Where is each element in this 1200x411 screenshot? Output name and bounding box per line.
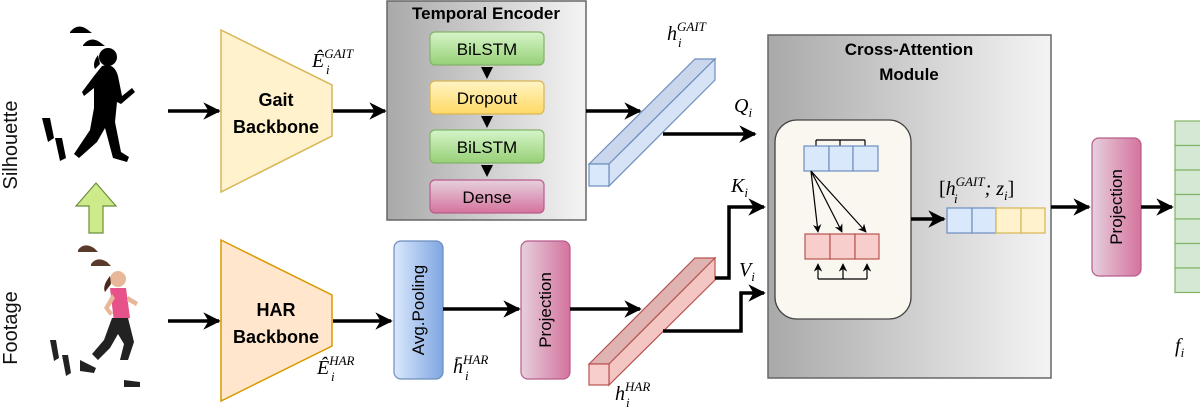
v-label: Vi (739, 259, 755, 284)
f-vector-cell (1174, 218, 1200, 245)
attention-arrows (810, 170, 867, 233)
layer-bilstm-2 (429, 129, 545, 164)
temporal-encoder-title: Temporal Encoder (412, 4, 560, 23)
gait-backbone-line1: Gait (258, 90, 293, 110)
avg-pooling-block: Avg.Pooling (393, 240, 444, 380)
projection-out-label: Projection (1107, 169, 1126, 245)
projection-out-block: Projection (1091, 137, 1142, 277)
arrow-down-3 (481, 165, 493, 177)
f-vector-cell (1174, 242, 1200, 269)
arrow-down-2 (481, 116, 493, 128)
gait-backbone-line2: Backbone (233, 117, 319, 137)
f-vector-cell (1174, 144, 1200, 171)
f-vector-cell (1174, 169, 1200, 196)
concat-vector (946, 207, 1046, 234)
har-backbone-line2: Backbone (233, 327, 319, 347)
footage-label: Footage (0, 291, 22, 364)
kv-feedback-arrows (813, 263, 872, 280)
projection-har-label: Projection (536, 272, 555, 348)
cross-attention-title-1: Cross-Attention (845, 40, 973, 59)
projection-har-block: Projection (520, 240, 571, 380)
cross-attention-title-2: Module (879, 65, 939, 84)
har-backbone: HAR Backbone (220, 238, 333, 403)
layer-dense (429, 179, 545, 214)
key-value-tokens (804, 233, 880, 260)
layer-dropout (429, 80, 545, 115)
layer-bilstm-1 (429, 31, 545, 66)
temporal-encoder: Temporal Encoder BiLSTM Dropout BiLSTM D… (386, 0, 587, 221)
f-vector-cell (1174, 120, 1200, 147)
conversion-up-arrow (74, 182, 118, 234)
silhouette-label: Silhouette (0, 101, 22, 190)
query-tokens (803, 145, 879, 172)
f-label: fi (1175, 335, 1185, 360)
har-backbone-line1: HAR (257, 300, 296, 320)
arrow-v (663, 284, 766, 333)
silhouette-runner-icon (42, 26, 135, 162)
footage-runner-icon (50, 245, 140, 387)
avg-pooling-label: Avg.Pooling (409, 265, 428, 355)
layer-bilstm-1-label: BiLSTM (457, 40, 517, 59)
concat-label-sub: i (954, 191, 958, 206)
h-har-vector (587, 256, 717, 387)
f-vector-cell (1174, 193, 1200, 220)
q-label: Qi (734, 95, 752, 120)
arrow-down-1 (481, 67, 493, 79)
h-gait-vector (587, 57, 717, 188)
layer-dropout-label: Dropout (457, 89, 518, 108)
concat-label: [hGAIT; zi] (939, 174, 1014, 203)
cross-attention-module: Cross-Attention Module (767, 34, 1052, 379)
gait-backbone: Gait Backbone (220, 28, 333, 194)
layer-bilstm-2-label: BiLSTM (457, 138, 517, 157)
k-label: Ki (730, 175, 748, 200)
arrow-k (715, 198, 766, 280)
f-vector-cell (1174, 267, 1200, 294)
f-output-vector (1174, 120, 1200, 294)
layer-dense-label: Dense (462, 188, 511, 207)
